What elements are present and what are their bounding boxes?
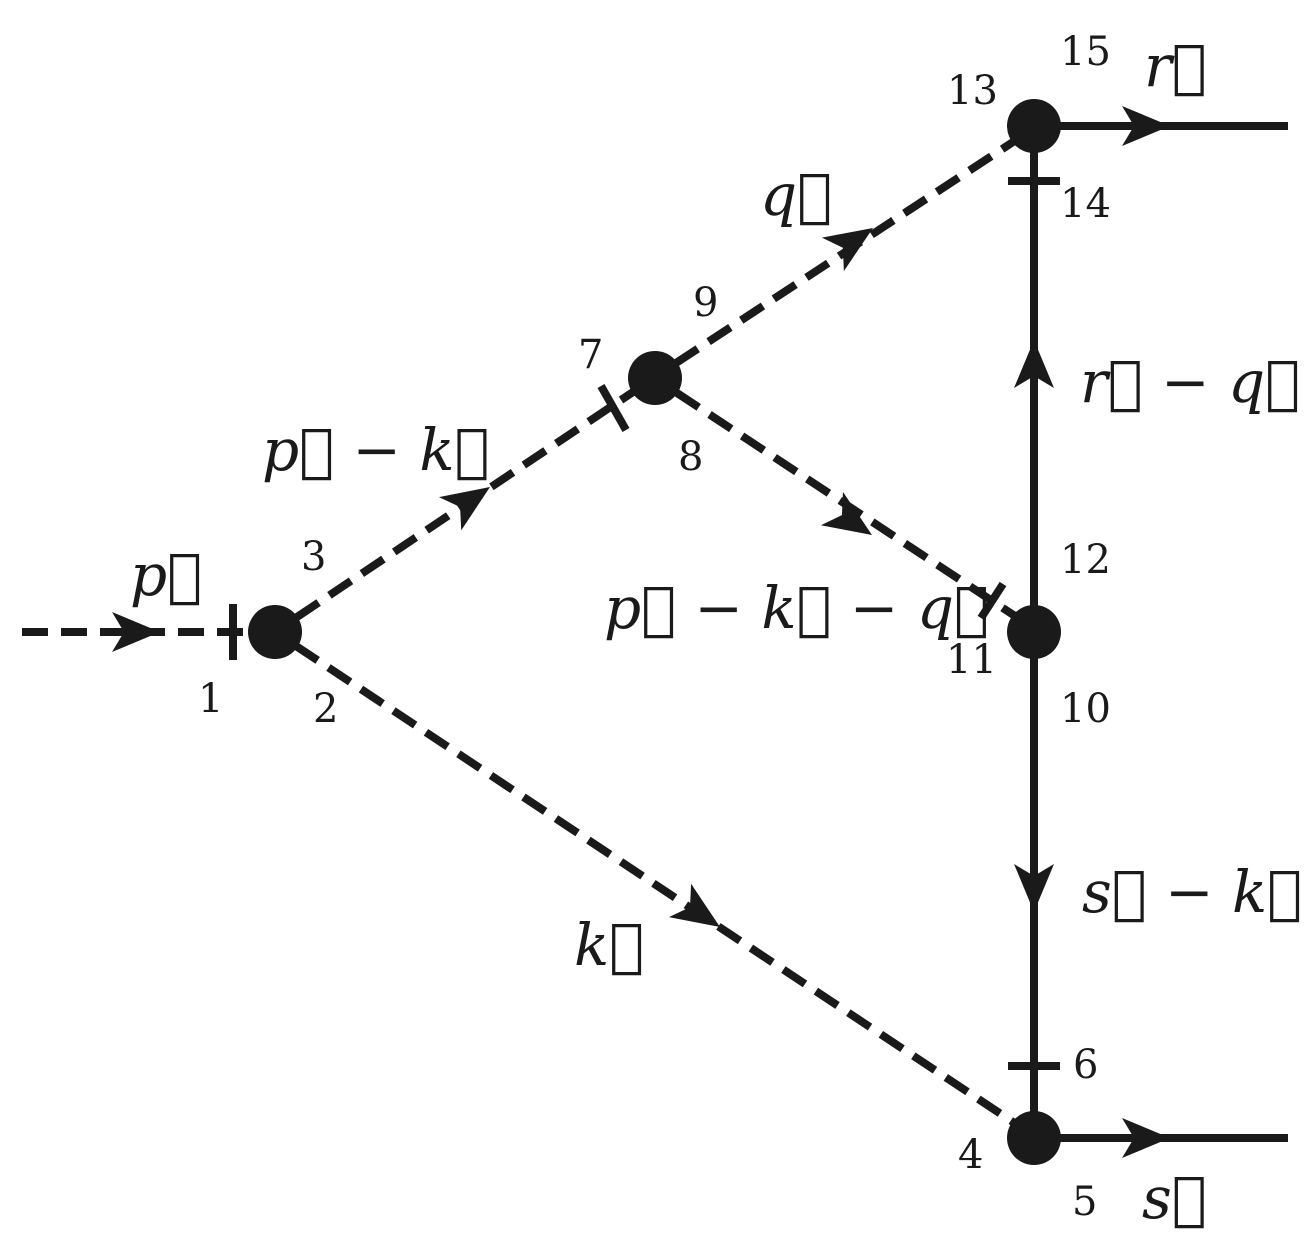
- arrow-k-icon: [668, 883, 720, 927]
- vertex-upper-middle: [628, 351, 682, 405]
- arrow-p-minus-k-minus-q-icon: [820, 491, 872, 535]
- index-label-1: 1: [198, 676, 223, 722]
- momentum-label-p-minus-k: p⃗ − k⃗: [262, 416, 489, 484]
- index-label-5: 5: [1072, 1179, 1097, 1225]
- arrow-q-icon: [821, 228, 873, 272]
- index-label-10: 10: [1060, 686, 1111, 732]
- index-label-2: 2: [313, 686, 338, 732]
- k-line: [293, 642, 1019, 1128]
- index-label-4: 4: [958, 1132, 983, 1178]
- momentum-label-r-minus-q: r⃗ − q⃗: [1080, 348, 1300, 416]
- arrow-s-minus-k-icon: [1014, 864, 1054, 912]
- index-label-14: 14: [1060, 181, 1111, 227]
- vertex-bottom-right: [1007, 1111, 1061, 1165]
- momentum-label-q: q⃗: [760, 161, 832, 229]
- cut-mark-7: [597, 384, 630, 432]
- index-label-6: 6: [1073, 1042, 1098, 1088]
- cut-mark-11: [977, 581, 1007, 621]
- momentum-label-k: k⃗: [574, 911, 644, 979]
- index-label-8: 8: [678, 434, 703, 480]
- momentum-label-p: p⃗: [130, 541, 202, 609]
- vertex-left: [248, 605, 302, 659]
- index-label-9: 9: [693, 280, 718, 326]
- momentum-label-p-minus-k-minus-q: p⃗ − k⃗ − q⃗: [604, 574, 989, 642]
- index-label-3: 3: [301, 534, 326, 580]
- index-label-7: 7: [578, 332, 603, 378]
- vertex-top-right: [1007, 99, 1061, 153]
- arrow-r-minus-q-icon: [1014, 340, 1054, 388]
- index-label-15: 15: [1060, 29, 1111, 75]
- index-label-11: 11: [946, 637, 997, 683]
- momentum-label-s-minus-k: s⃗ − k⃗: [1082, 858, 1302, 926]
- arrow-s-icon: [1122, 1118, 1170, 1158]
- index-label-12: 12: [1060, 537, 1111, 583]
- vertex-middle-right: [1007, 605, 1061, 659]
- index-label-13: 13: [947, 68, 998, 114]
- momentum-label-s: s⃗: [1142, 1164, 1207, 1232]
- arrow-p-icon: [112, 612, 160, 652]
- arrow-p-minus-k-icon: [438, 487, 490, 531]
- arrow-r-icon: [1122, 106, 1170, 146]
- momentum-label-r: r⃗: [1144, 32, 1207, 100]
